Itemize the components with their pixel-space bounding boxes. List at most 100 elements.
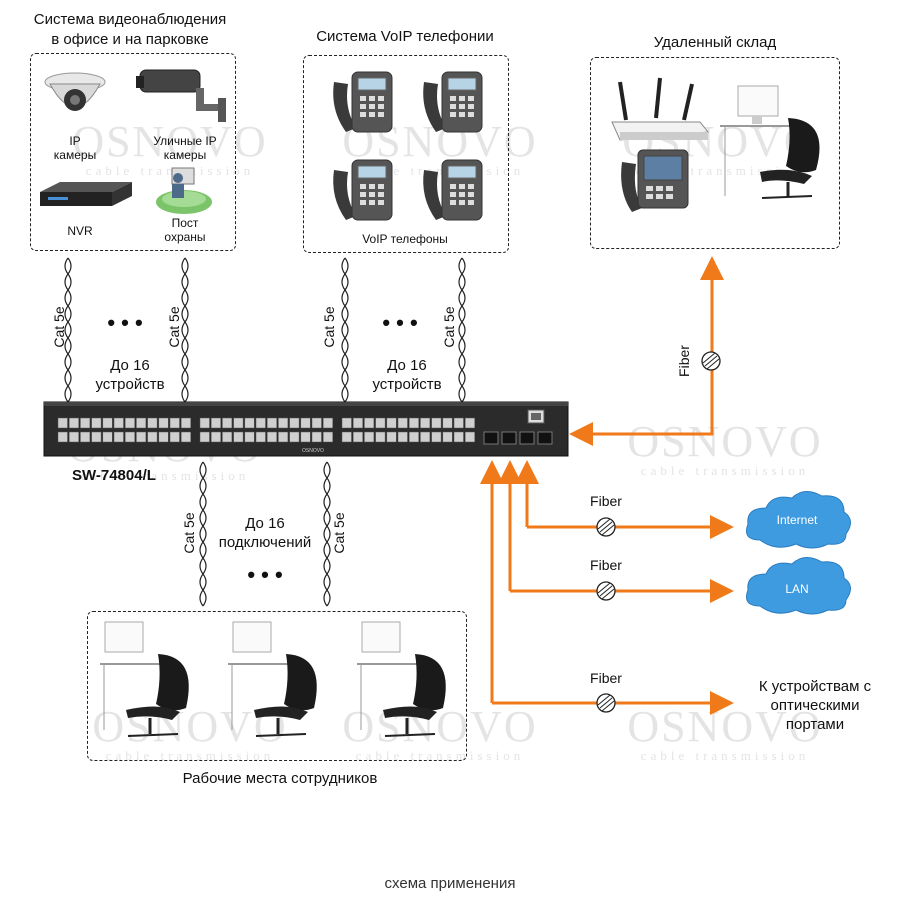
rj45-port: [300, 431, 311, 443]
rj45-port: [341, 431, 352, 443]
optical-devices-label: К устройствам с оптическими портами: [740, 677, 890, 734]
street-cameras-label: Уличные IP камеры: [140, 134, 230, 162]
rj45-port: [113, 417, 124, 429]
rj45-port: [180, 417, 191, 429]
rj45-port: [255, 417, 266, 429]
rj45-port: [289, 417, 300, 429]
guard-label-line1: Пост: [171, 216, 199, 230]
rj45-port: [158, 431, 169, 443]
cctv-title: Система видеонаблюдения в офисе и на пар…: [15, 10, 245, 50]
up-to-16-devices-label: До 16 устройств: [85, 356, 175, 394]
rj45-port: [322, 431, 333, 443]
rj45-port: [289, 431, 300, 443]
fiber-label: Fiber: [590, 557, 622, 573]
sfp-port: [501, 431, 517, 445]
footer-caption: схема применения: [384, 875, 516, 892]
up-to-16-line1: До 16: [110, 357, 150, 374]
rj45-port: [57, 417, 68, 429]
cctv-title-line1: Система видеонаблюдения: [33, 11, 227, 28]
ip-cameras-label-line1: IP: [69, 134, 81, 148]
fiber-label: Fiber: [590, 670, 622, 686]
rj45-port: [57, 431, 68, 443]
rj45-port: [420, 417, 431, 429]
rj45-port: [91, 417, 102, 429]
rj45-port: [199, 417, 210, 429]
rj45-port: [222, 431, 233, 443]
rj45-port: [233, 417, 244, 429]
rj45-port: [102, 431, 113, 443]
rj45-port: [364, 431, 375, 443]
rj45-port: [158, 417, 169, 429]
up-to-16-line2: подключений: [218, 534, 312, 551]
nvr-label: NVR: [67, 224, 93, 238]
rj45-port: [375, 417, 386, 429]
rj45-port: [80, 417, 91, 429]
rj45-port: [431, 431, 442, 443]
up-to-16-connections-label: До 16 подключений: [210, 514, 320, 552]
up-to-16-line2: устройств: [372, 376, 442, 393]
rj45-port: [199, 431, 210, 443]
rj45-port: [222, 417, 233, 429]
rj45-port: [244, 417, 255, 429]
street-cameras-label-line2: камеры: [163, 148, 207, 162]
warehouse-title: Удаленный склад: [653, 34, 777, 51]
switch-brand-label: OSNOVO: [302, 448, 324, 454]
fiber-cable-icon: [596, 351, 721, 713]
switch-model-label: SW-74804/L: [72, 467, 156, 484]
up-to-16-devices-label: До 16 устройств: [362, 356, 452, 394]
workplaces-caption: Рабочие места сотрудников: [182, 770, 378, 787]
sfp-port: [483, 431, 499, 445]
rj45-port: [386, 417, 397, 429]
sfp-port: [537, 431, 553, 445]
optical-devices-line2: оптическими: [770, 697, 860, 714]
rj45-port: [442, 431, 453, 443]
sfp-port: [519, 431, 535, 445]
warehouse-group-box: [590, 57, 840, 249]
rj45-port: [136, 417, 147, 429]
rj45-port: [453, 417, 464, 429]
rj45-port: [68, 417, 79, 429]
rj45-port: [210, 417, 221, 429]
rj45-port: [420, 431, 431, 443]
rj45-port: [102, 417, 113, 429]
rj45-port: [311, 417, 322, 429]
rj45-port: [180, 431, 191, 443]
rj45-port: [124, 431, 135, 443]
optical-devices-line1: К устройствам с: [758, 678, 872, 695]
rj45-port: [266, 417, 277, 429]
rj45-port: [278, 417, 289, 429]
guard-label: Пост охраны: [155, 216, 215, 244]
up-to-16-line1: До 16: [245, 515, 285, 532]
optical-devices-line3: портами: [785, 716, 845, 733]
guard-label-line2: охраны: [164, 230, 206, 244]
rj45-port: [311, 431, 322, 443]
rj45-port: [375, 431, 386, 443]
rj45-port: [68, 431, 79, 443]
rj45-port: [352, 431, 363, 443]
fiber-label: Fiber: [590, 493, 622, 509]
lan-cloud-label: LAN: [785, 582, 809, 596]
rj45-port: [169, 417, 180, 429]
rj45-port: [147, 431, 158, 443]
more-connections-dots: • • •: [247, 562, 283, 587]
rj45-port: [266, 431, 277, 443]
ip-cameras-label: IP камеры: [45, 134, 105, 162]
workplaces-group-box: [87, 611, 467, 761]
rj45-port: [136, 431, 147, 443]
rj45-port: [147, 417, 158, 429]
rj45-port: [341, 417, 352, 429]
rj45-port: [464, 431, 475, 443]
